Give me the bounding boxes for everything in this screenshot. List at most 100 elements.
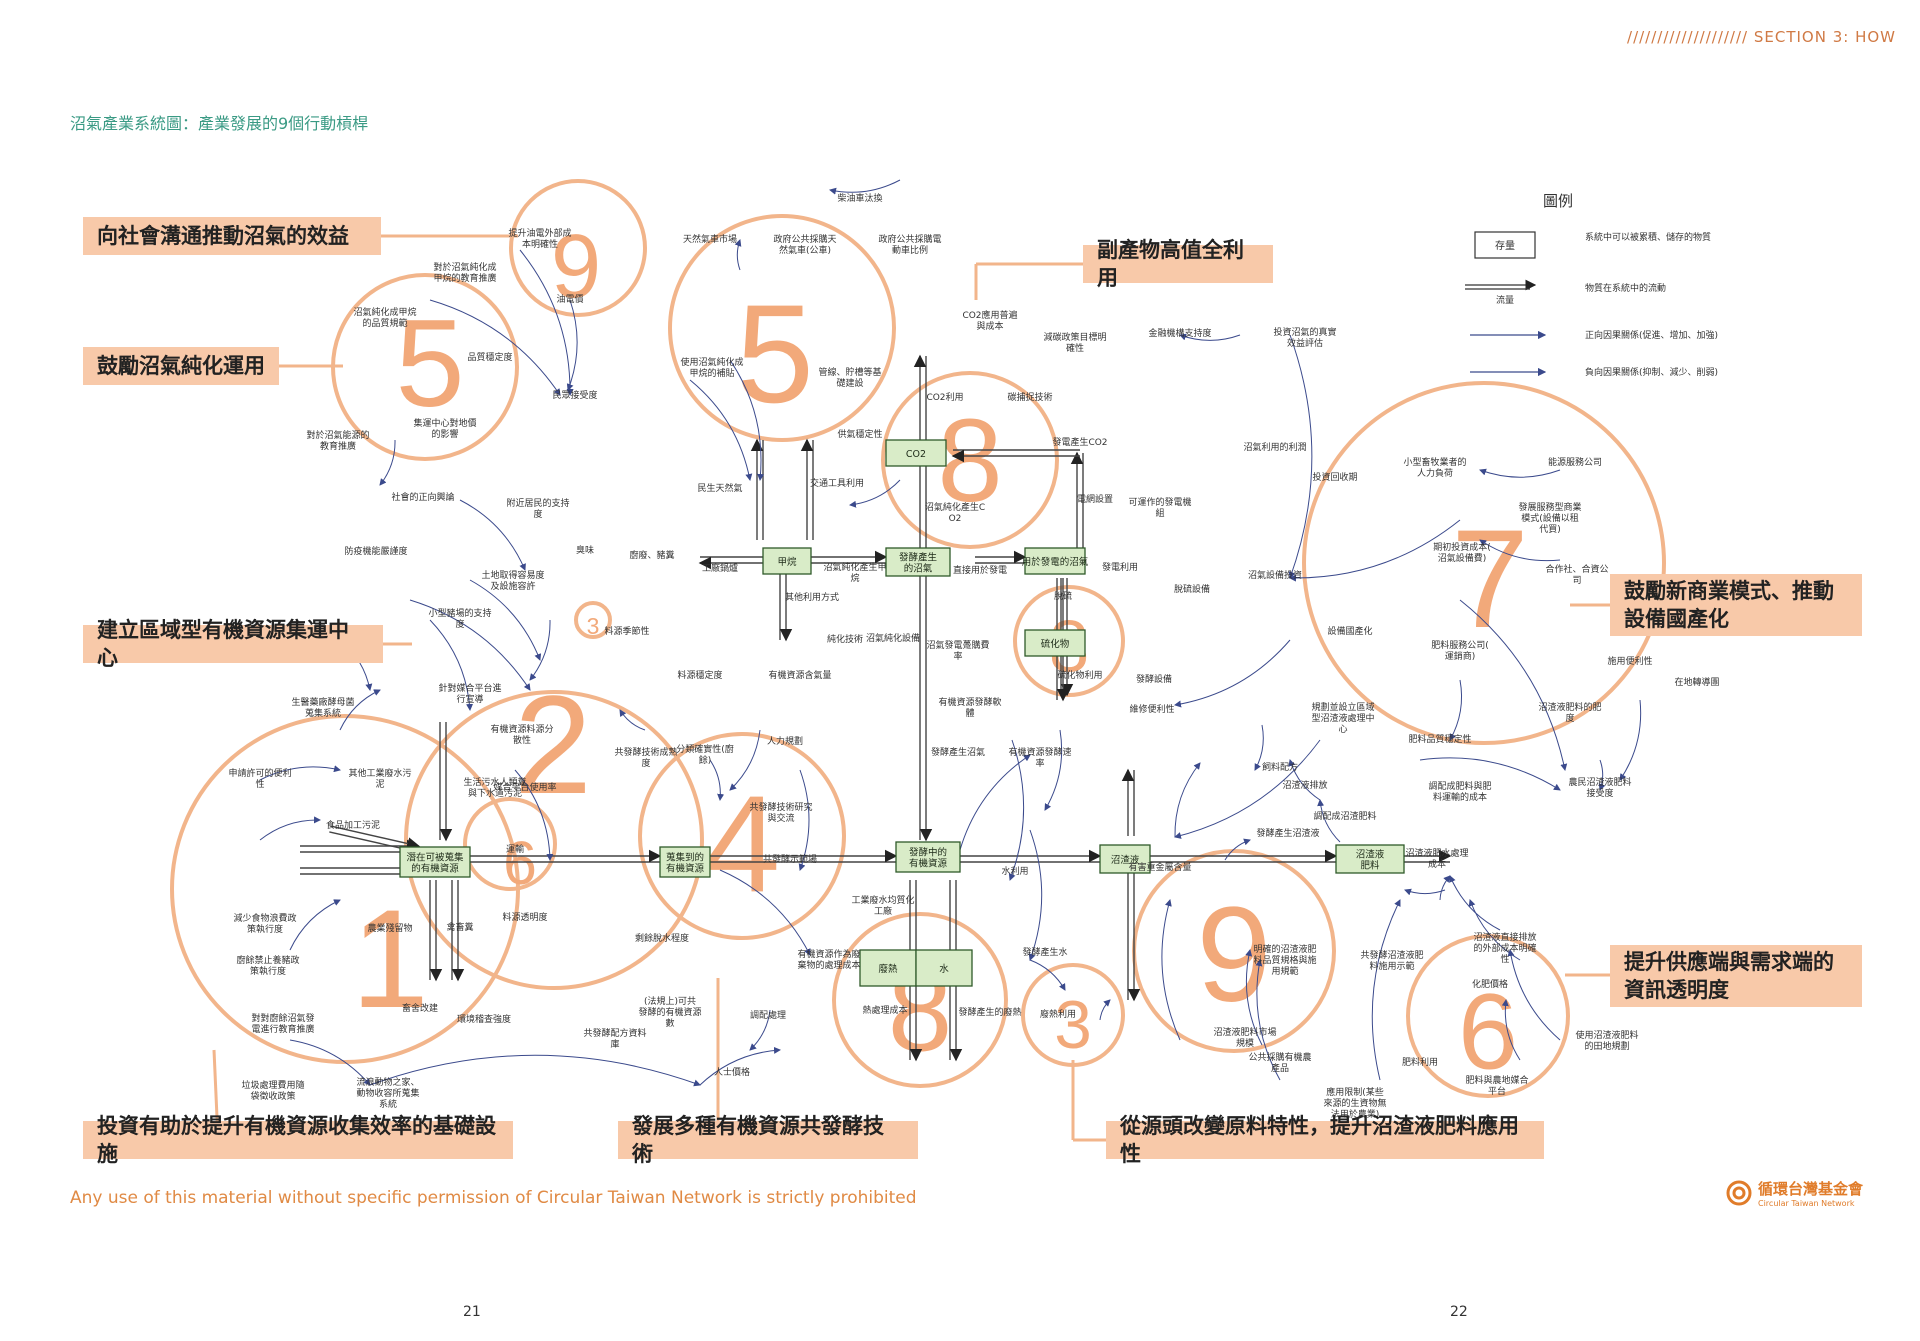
variable-label-25-0: 投資沼氣的真實 <box>1273 326 1336 338</box>
variable-label-40: 在地轉導團 <box>1674 676 1719 688</box>
variable-label-103: 水利用 <box>1001 865 1028 877</box>
variable-label-121: 人士價格 <box>714 1066 750 1078</box>
variable-label-80-0: 生活污水人類糞 <box>463 776 526 788</box>
variable-label-106: 發酵產生沼渣液 <box>1256 827 1319 839</box>
variable-label-85: 畜舍改建 <box>402 1002 438 1014</box>
causal-link-57 <box>1161 899 1181 1041</box>
variable-label-90-1: 與交流 <box>767 812 794 824</box>
variable-label-118: 肥料利用 <box>1402 1056 1438 1068</box>
variable-label-32-1: 司 <box>1572 575 1581 586</box>
causal-link-46 <box>1174 762 1201 838</box>
variable-label-44-1: 度 <box>533 508 542 520</box>
brand-name-cn: 循環台灣基金會 <box>1758 1180 1864 1198</box>
variable-label-65-2: 心 <box>1338 724 1347 735</box>
variable-label-77-1: 行宣導 <box>456 693 483 705</box>
variable-label-27: 投資回收期 <box>1312 471 1357 483</box>
variable-label-35: 脫硫 <box>1054 590 1072 602</box>
flow-pipe-25 <box>429 880 443 982</box>
page-number-left: 21 <box>463 1304 481 1320</box>
causal-link-17 <box>1598 759 1606 791</box>
variable-label-52: 料源穩定度 <box>677 669 722 681</box>
variable-label-39: 施用便利性 <box>1607 655 1652 667</box>
stock-11: 水 <box>915 949 973 987</box>
variable-label-70-1: 性 <box>255 778 264 790</box>
variable-label-56: 直接用於發電 <box>953 564 1007 576</box>
variable-label-104: 有害重金屬含量 <box>1128 861 1191 873</box>
variable-label-30-2: 代買) <box>1539 524 1561 535</box>
variable-label-91-1: 度 <box>641 757 650 769</box>
variable-label-108-0: 調配成肥料與肥 <box>1428 780 1491 792</box>
legend-stock-desc: 系統中可以被累積、儲存的物質 <box>1585 231 1711 243</box>
variable-label-59: 有機資源含氣量 <box>768 669 831 681</box>
causal-link-27 <box>379 439 396 486</box>
variable-label-115-0: 沼渣液直接排放 <box>1473 931 1536 943</box>
variable-label-2-0: 政府公共採購電 <box>878 233 941 245</box>
variable-label-87-0: 流浪動物之家、 <box>356 1076 419 1088</box>
variable-label-9: 品質穩定度 <box>467 351 512 363</box>
legend-flow-desc: 物質在系統中的流動 <box>1585 282 1666 294</box>
legend: 存量系統中可以被累積、儲存的物質流量物質在系統中的流動正向因果關係(促進、增加、… <box>1465 231 1718 378</box>
variable-label-113-1: 料施用示範 <box>1369 960 1414 972</box>
flow-pipe-3 <box>946 849 1102 863</box>
lever-circle-6 <box>170 714 520 1064</box>
stock-9: 硫化物 <box>1024 629 1086 657</box>
causal-link-14 <box>1174 739 1321 839</box>
variable-label-29: 能源服務公司 <box>1548 456 1602 468</box>
causal-link-61 <box>1468 899 1521 961</box>
callout-regional-center: 建立區域型有機資源集運中心 <box>83 618 383 670</box>
variable-label-78-0: 有機資源料源分 <box>490 723 553 735</box>
causal-link-18 <box>1459 599 1568 771</box>
variable-label-31-0: 期初投資成本( <box>1433 541 1491 553</box>
variable-label-112-0: 公共採購有機農 <box>1248 1051 1311 1063</box>
variable-label-41-1: 教育推廣 <box>320 440 356 452</box>
variable-label-62-0: 有機資源發酵速 <box>1008 746 1071 758</box>
causal-link-36 <box>289 1039 371 1086</box>
lever-number-2: 5 <box>736 275 814 432</box>
variable-label-17: 碳捕捉技術 <box>1007 391 1052 403</box>
variable-label-78-1: 散性 <box>513 734 531 746</box>
variable-label-68-0: 沼渣液肥料的肥 <box>1538 701 1601 713</box>
variable-label-76-1: 袋徵收政策 <box>250 1090 295 1102</box>
stock-label-2-0: 發酵中的 <box>909 847 947 859</box>
variable-label-46-1: 及設施容許 <box>490 580 535 592</box>
causal-link-54 <box>1501 999 1521 1061</box>
variable-label-32-0: 合作社、合資公 <box>1545 563 1608 575</box>
variable-label-86: 環境稽查強度 <box>457 1013 511 1025</box>
variable-label-100: 發酵產生的廢熱 <box>958 1006 1021 1018</box>
causal-link-56 <box>1245 949 1263 1046</box>
brand-name-en: Circular Taiwan Network <box>1758 1199 1855 1208</box>
causal-link-47 <box>1254 724 1264 771</box>
variable-label-92: 剩餘脫水程度 <box>635 932 689 944</box>
causal-link-4 <box>829 179 901 195</box>
variable-label-97: 調配處理 <box>750 1009 786 1021</box>
causal-link-37 <box>369 1054 701 1087</box>
variable-label-11-1: 礎建設 <box>836 377 863 389</box>
variable-label-4-0: 提升油電外部成 <box>508 227 571 239</box>
stock-4: 沼渣液肥料 <box>1335 844 1405 874</box>
variable-label-18: CO2利用 <box>926 391 963 403</box>
causal-link-29 <box>409 599 531 691</box>
variable-label-5: 油電價 <box>556 293 583 305</box>
variable-label-43: 社會的正向輿論 <box>391 491 454 503</box>
variable-label-83: 農業殘留物 <box>367 922 412 934</box>
variable-label-71-0: 其他工業廢水污 <box>348 767 411 779</box>
variable-label-93-1: 發酵的有機資源 <box>638 1006 701 1018</box>
variable-label-101: 發酵產生水 <box>1022 946 1067 958</box>
variable-label-110-2: 用規範 <box>1271 965 1298 977</box>
variable-label-72: 食品加工污泥 <box>326 819 380 831</box>
variable-label-120-0: 肥料與農地媒合 <box>1465 1074 1528 1086</box>
variable-label-98-1: 工廠 <box>874 905 892 917</box>
variable-label-3: 天然氣車市場 <box>683 233 737 245</box>
flow-pipe-4 <box>1150 849 1338 863</box>
variable-label-30-1: 模式(設備以租 <box>1521 512 1579 524</box>
variable-label-65-0: 規劃並設立區域 <box>1311 701 1374 713</box>
variable-label-77-0: 針對媒合平台進 <box>438 682 501 694</box>
variable-label-66: 肥料品質穩定性 <box>1408 733 1471 745</box>
variable-label-10-0: 使用沼氣純化成 <box>680 356 743 368</box>
variable-label-119-2: 法用於農業) <box>1331 1108 1380 1120</box>
variable-label-74-1: 策執行度 <box>250 965 286 977</box>
variable-label-117-0: 使用沼渣液肥料 <box>1575 1029 1638 1041</box>
flow-pipe-19 <box>1121 768 1135 836</box>
variable-label-41-0: 對於沼氣能源的 <box>306 429 369 441</box>
